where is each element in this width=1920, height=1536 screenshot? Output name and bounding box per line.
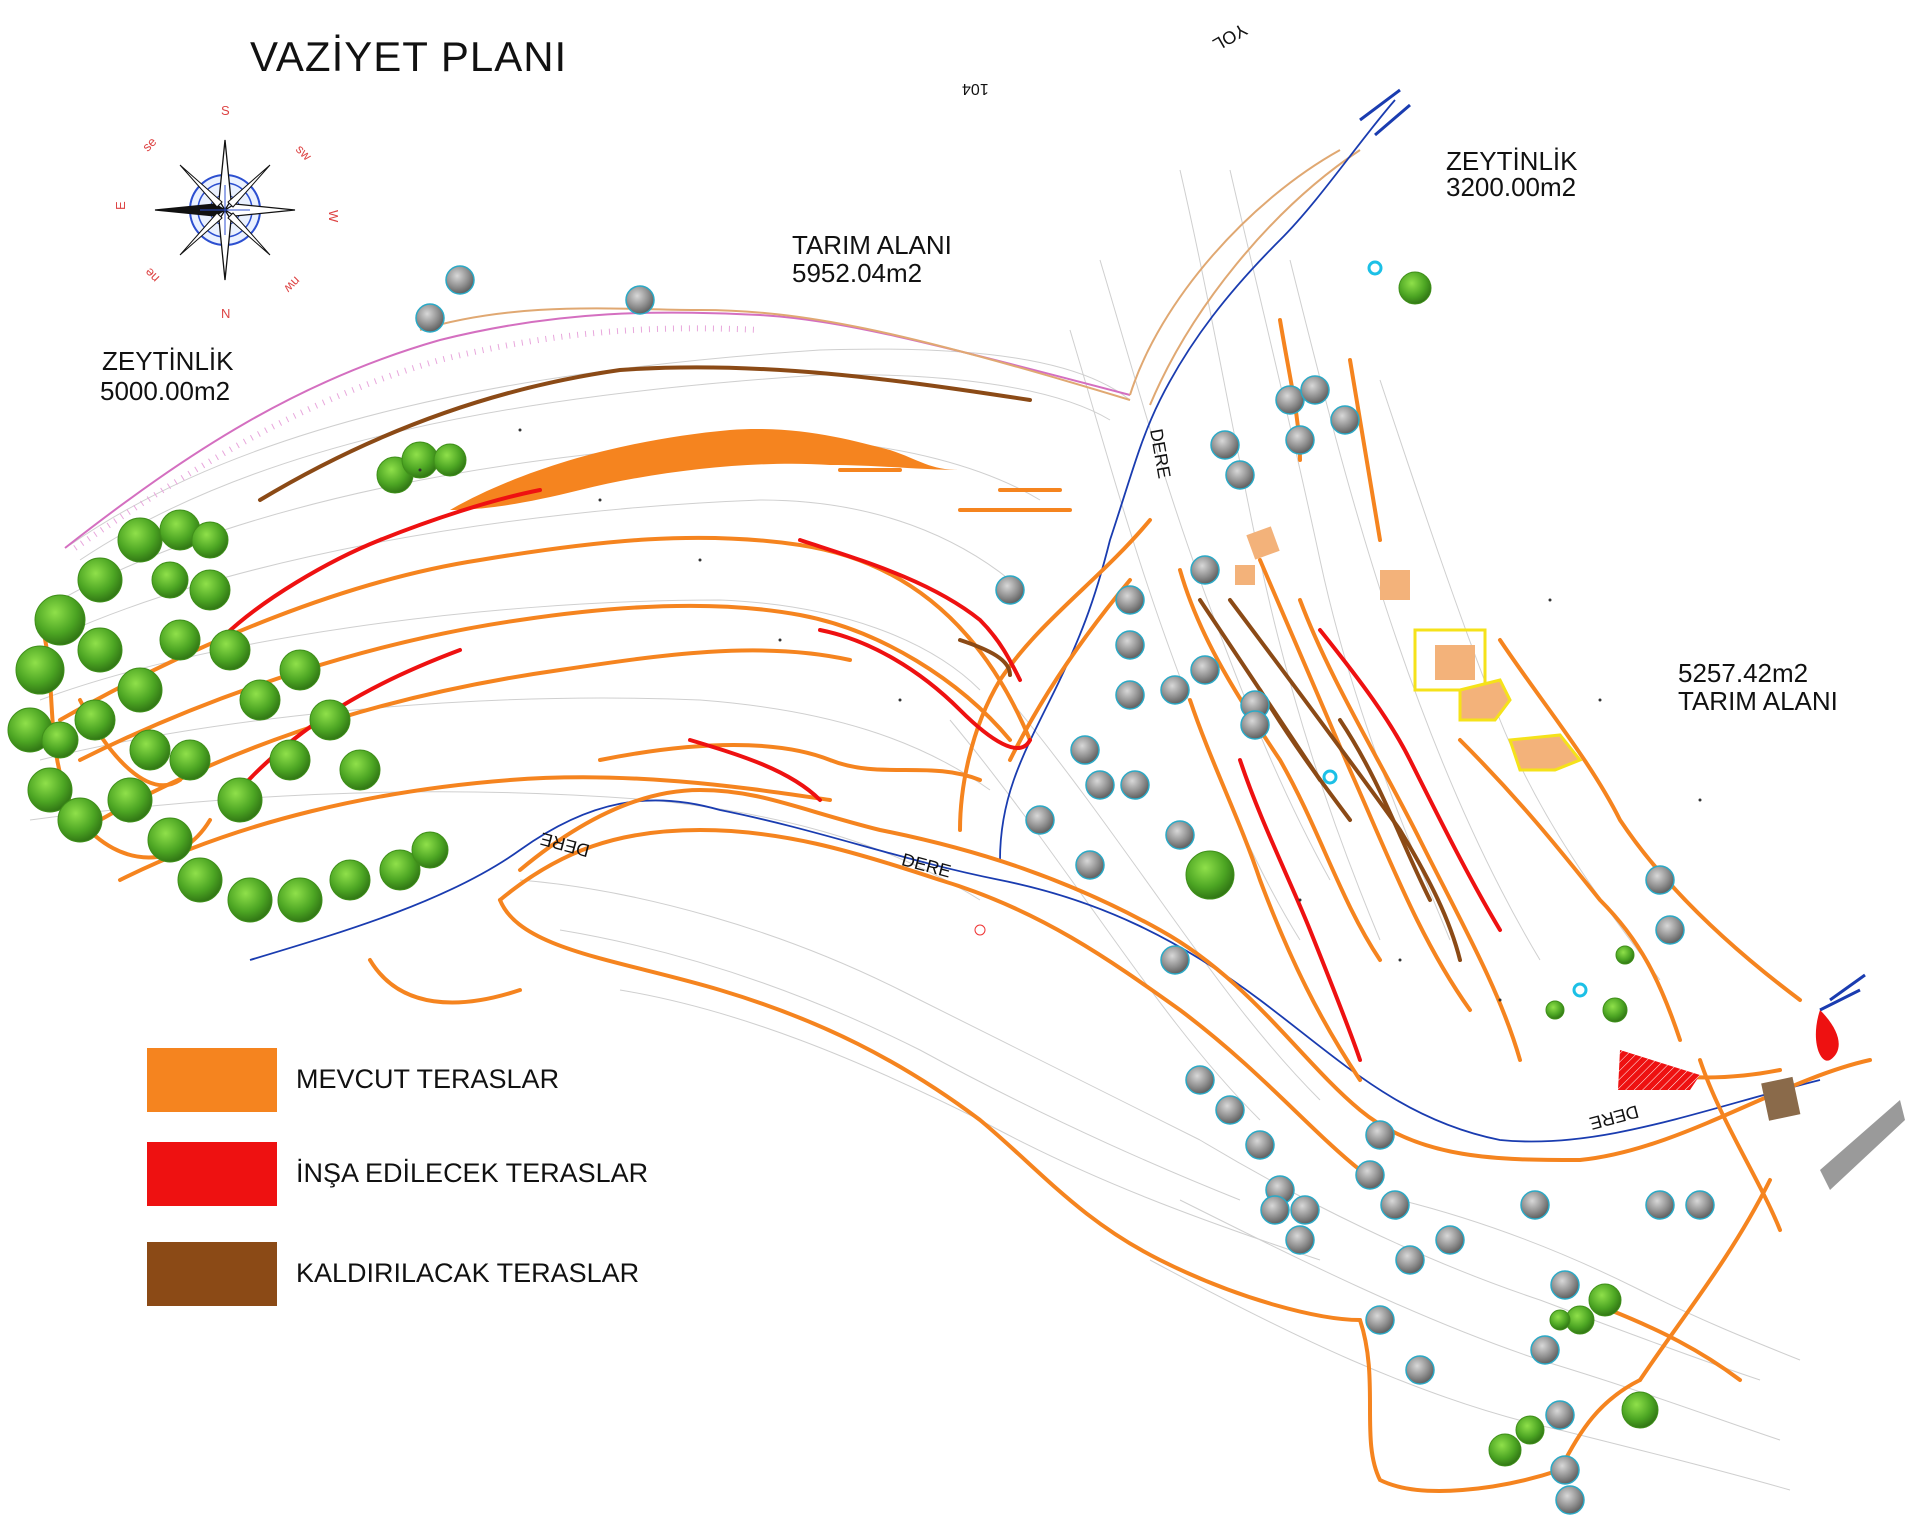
olive-trees-scattered [376,271,1659,1467]
slope-hatch-edge [73,325,761,551]
new-terrace-fill-2 [1815,1010,1839,1061]
stream-lines [249,99,1821,1143]
compass-label-w: W [326,210,341,223]
compass-label-ne: ne [141,265,162,286]
new-terrace-fill [1618,1050,1700,1090]
legend-label-new: İNŞA EDİLECEK TERASLAR [296,1158,649,1188]
existing-terraces [38,318,1872,1493]
compass-label-nw: nw [281,274,304,297]
legend-swatch-existing [147,1048,277,1112]
area-value-3: 3200.00m2 [1446,172,1577,202]
compass-label-e: E [113,201,128,210]
legend-label-removed: KALDIRILACAK TERASLAR [296,1258,640,1288]
area-name-4: TARIM ALANI [1678,686,1838,716]
existing-olive-trees [415,265,1715,1515]
legend-swatch-new [147,1142,277,1206]
removed-terraces [258,365,1462,962]
compass-label-se: se [139,134,159,154]
area-name-1: ZEYTİNLİK [102,346,234,376]
area-value-2: 5952.04m2 [792,258,923,288]
upper-road [419,307,1131,401]
area-value-4: 5257.42m2 [1678,658,1809,688]
compass-rose: S sw W nw N ne E se [113,103,341,321]
top-road [1129,149,1361,406]
legend-label-existing: MEVCUT TERASLAR [296,1064,560,1094]
compass-label-s: S [221,103,230,118]
existing-terrace-fill [450,429,960,510]
north-marker-label: 104 [962,80,989,97]
buildings [1235,526,1905,1190]
compass-label-sw: sw [293,142,315,164]
stream-label-1: DERE [1146,427,1174,480]
legend-swatch-removed [147,1242,277,1306]
spot-elevation-marks [418,428,1702,1002]
well-markers [1322,260,1588,998]
olive-grove-left [7,509,449,923]
new-terraces [218,488,1502,1062]
contour-lines [29,169,1801,1491]
stream-arrows [1359,88,1866,1012]
stream-label-2: DERE [538,829,591,861]
area-name-3: ZEYTİNLİK [1446,146,1578,176]
page-title: VAZİYET PLANI [250,33,568,80]
area-value-1: 5000.00m2 [100,376,231,406]
area-name-2: TARIM ALANI [792,230,952,260]
compass-label-n: N [221,306,230,321]
